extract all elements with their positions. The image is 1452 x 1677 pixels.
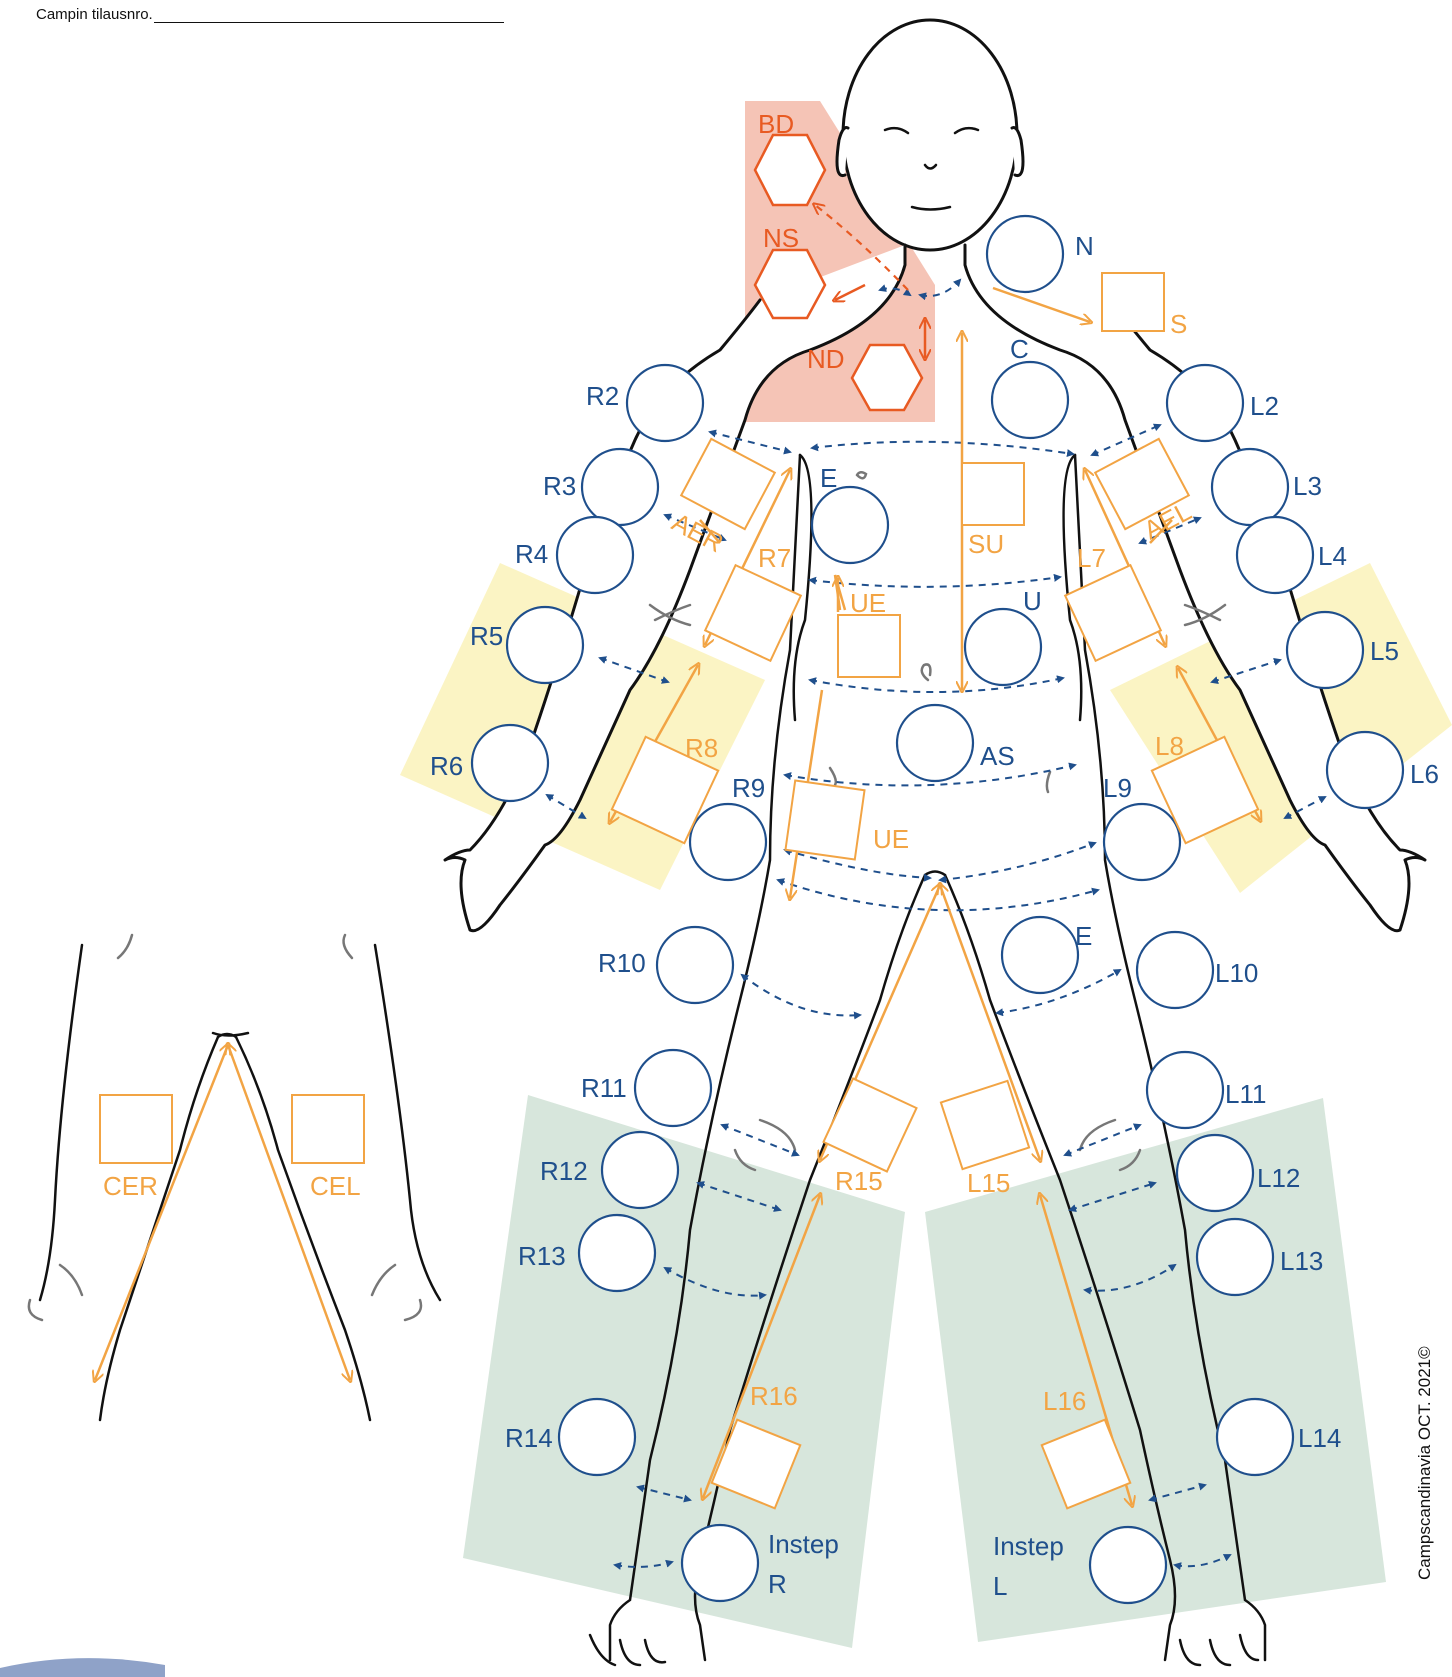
r8-label: R8 [685, 733, 718, 763]
r3-label: R3 [543, 471, 576, 501]
r9-circle [690, 804, 766, 880]
l11-label: L11 [1225, 1079, 1266, 1109]
e-lower-circle [1002, 917, 1078, 993]
r12-circle [602, 1132, 678, 1208]
l12-label: L12 [1257, 1163, 1300, 1193]
su-label: SU [968, 529, 1004, 559]
as-label: AS [980, 741, 1015, 771]
r4-label: R4 [515, 539, 548, 569]
as-circle [897, 705, 973, 781]
instep-l-circle [1090, 1527, 1166, 1603]
su-square [962, 463, 1024, 525]
instep-l-label-line2: L [993, 1571, 1007, 1601]
s-label: S [1170, 309, 1187, 339]
l11-circle [1147, 1052, 1223, 1128]
r2-label: R2 [586, 381, 619, 411]
l14-label: L14 [1298, 1423, 1341, 1453]
r13-circle [579, 1215, 655, 1291]
l10-circle [1137, 932, 1213, 1008]
l5-circle [1287, 612, 1363, 688]
r7-label: R7 [758, 543, 791, 573]
l2-label: L2 [1250, 391, 1279, 421]
r6-label: R6 [430, 751, 463, 781]
r3-circle [582, 449, 658, 525]
r10-circle [657, 927, 733, 1003]
instep-r-circle [682, 1525, 758, 1601]
l4-circle [1237, 517, 1313, 593]
l13-circle [1197, 1219, 1273, 1295]
r9-label: R9 [732, 773, 765, 803]
l7-label: L7 [1077, 543, 1106, 573]
nd-label: ND [807, 344, 845, 374]
u-label: U [1023, 586, 1042, 616]
ue-lower-square [785, 780, 864, 859]
n-circle [987, 216, 1063, 292]
l4-label: L4 [1318, 541, 1347, 571]
cel-square [292, 1095, 364, 1163]
r13-label: R13 [518, 1241, 566, 1271]
r12-label: R12 [540, 1156, 588, 1186]
instep-l-label-line1: Instep [993, 1531, 1064, 1561]
l9-circle [1104, 804, 1180, 880]
l6-label: L6 [1410, 759, 1439, 789]
l5-label: L5 [1370, 636, 1399, 666]
r6-circle [472, 725, 548, 801]
l12-circle [1177, 1135, 1253, 1211]
l6-circle [1327, 732, 1403, 808]
r14-label: R14 [505, 1423, 553, 1453]
instep-r-label-line2: R [768, 1569, 787, 1599]
cel-label: CEL [310, 1171, 361, 1201]
instep-r-label-line1: Instep [768, 1529, 839, 1559]
l14-circle [1217, 1399, 1293, 1475]
l7-square [1065, 565, 1161, 661]
l3-circle [1212, 449, 1288, 525]
cer-square [100, 1095, 172, 1163]
r4-circle [557, 517, 633, 593]
bd-label: BD [758, 109, 794, 139]
r15-square [823, 1078, 916, 1171]
u-circle [965, 609, 1041, 685]
r15-label: R15 [835, 1166, 883, 1196]
r5-label: R5 [470, 621, 503, 651]
l13-label: L13 [1280, 1246, 1323, 1276]
r14-circle [559, 1399, 635, 1475]
back-view-inset [29, 935, 440, 1420]
l9-label: L9 [1103, 773, 1132, 803]
cer-label: CER [103, 1171, 158, 1201]
r2-circle [627, 365, 703, 441]
r5-circle [507, 607, 583, 683]
l15-label: L15 [967, 1168, 1010, 1198]
ue-label: UE [850, 588, 886, 618]
l10-label: L10 [1215, 958, 1258, 988]
r16-label: R16 [750, 1381, 798, 1411]
l8-label: L8 [1155, 731, 1184, 761]
e-lower-label: E [1075, 921, 1092, 951]
r11-label: R11 [581, 1073, 627, 1103]
r10-label: R10 [598, 948, 646, 978]
l16-label: L16 [1043, 1386, 1086, 1416]
e-label: E [820, 463, 837, 493]
e-circle [812, 487, 888, 563]
r7-square [705, 565, 801, 661]
ue-lower-label: UE [873, 824, 909, 854]
ns-label: NS [763, 223, 799, 253]
l2-circle [1167, 365, 1243, 441]
decorative-wave [0, 1658, 165, 1677]
s-square [1102, 273, 1164, 331]
n-label: N [1075, 231, 1094, 261]
c-label: C [1010, 334, 1029, 364]
r11-circle [635, 1050, 711, 1126]
l3-label: L3 [1293, 471, 1322, 501]
c-circle [992, 362, 1068, 438]
ue-square [838, 615, 900, 677]
